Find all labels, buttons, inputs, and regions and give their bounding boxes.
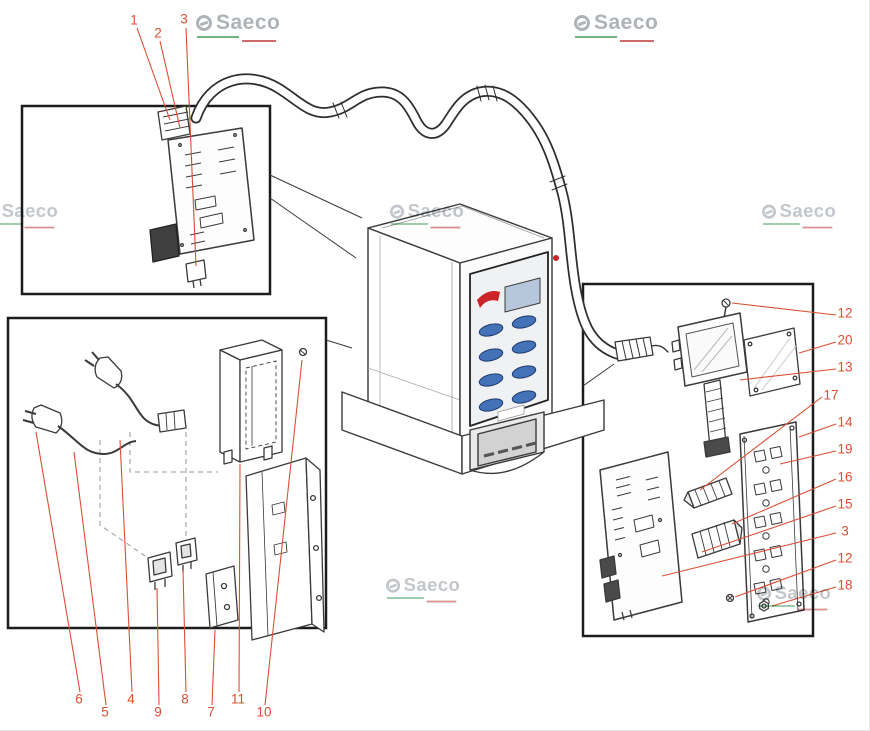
callout-17: 17 — [823, 387, 839, 403]
panel-label — [497, 404, 525, 422]
glass-panel — [743, 327, 801, 397]
screw-small-top — [298, 347, 308, 357]
power-parts-group — [22, 339, 325, 641]
panel-pcb — [599, 451, 683, 621]
small-bracket — [205, 565, 239, 629]
saeco-logo-icon — [574, 14, 590, 31]
callout-13: 13 — [837, 359, 853, 375]
rocker-switch-8 — [175, 537, 198, 572]
panel-parts-group — [599, 298, 805, 623]
callout-18: 18 — [837, 577, 853, 593]
ribbon-cable-lower — [691, 519, 743, 559]
callout-10: 10 — [256, 704, 272, 720]
brand-dot — [553, 255, 559, 261]
cable-harness — [190, 73, 669, 362]
cup-dispense-area — [469, 411, 545, 475]
saeco-logo-icon — [762, 204, 777, 219]
callout-9: 9 — [154, 704, 162, 720]
board-bottom-connector — [185, 259, 207, 289]
saeco-logo-icon — [757, 586, 772, 601]
callout-16: 16 — [837, 469, 853, 485]
ribbon-connector-top — [157, 105, 191, 141]
saeco-watermark-center: Saeco — [390, 202, 466, 231]
mounting-bracket — [245, 457, 325, 641]
keypad-membrane-panel — [739, 421, 805, 623]
callout-8: 8 — [181, 691, 189, 707]
controller-board-group — [149, 105, 255, 289]
display-screen — [504, 277, 541, 313]
inline-connector — [157, 409, 187, 433]
saeco-logo-text: Saeco — [774, 583, 832, 604]
saeco-logo-icon — [196, 14, 212, 31]
saeco-logo-icon — [386, 578, 401, 593]
rocker-switch-9 — [147, 551, 173, 590]
saeco-watermark-bottom-center: Saeco — [386, 576, 462, 605]
saeco-watermark-top-left: Saeco — [196, 12, 282, 45]
saeco-logo-text: Saeco — [216, 11, 281, 34]
ribbon-cable-upper — [683, 477, 733, 509]
saeco-logo-text: Saeco — [407, 201, 465, 222]
saeco-logo-icon — [390, 204, 405, 219]
callout-11: 11 — [230, 691, 246, 707]
callout-2: 2 — [154, 25, 162, 41]
callout-15: 15 — [837, 496, 853, 512]
callout-6: 6 — [75, 691, 83, 707]
callout-3-right: 3 — [841, 523, 849, 539]
saeco-logo-text: Saeco — [1, 201, 59, 222]
callout-4: 4 — [127, 691, 135, 707]
callout-12-top: 12 — [837, 305, 853, 321]
screw-top — [721, 298, 731, 319]
red-accent-graphic — [477, 291, 500, 308]
callout-19: 19 — [837, 441, 853, 457]
saeco-logo-text: Saeco — [594, 11, 659, 34]
selection-buttons — [478, 315, 537, 412]
saeco-logo-text: Saeco — [779, 201, 837, 222]
saeco-watermark-left-edge: Saeco — [0, 202, 60, 231]
relay-block — [149, 223, 180, 263]
control-panel — [469, 251, 559, 427]
dashed-guides — [99, 432, 218, 559]
transformer — [219, 339, 283, 465]
callout-3-top: 3 — [180, 11, 188, 27]
callout-1: 1 — [130, 12, 138, 28]
callout-14: 14 — [837, 414, 853, 430]
callout-leader-lines — [35, 27, 837, 706]
callout-12-bottom: 12 — [837, 550, 853, 566]
callout-20: 20 — [837, 332, 853, 348]
saeco-watermark-top-right: Saeco — [574, 12, 660, 45]
saeco-watermark-bottom-right: Saeco — [757, 584, 833, 613]
display-ribbon-cable — [703, 379, 731, 458]
mains-plug-left — [22, 404, 137, 455]
controller-pcb — [167, 127, 255, 255]
harness-end-connector — [614, 336, 669, 362]
assembly-link-lines — [269, 174, 615, 387]
saeco-logo-text: Saeco — [403, 575, 461, 596]
callout-5: 5 — [101, 704, 109, 720]
saeco-watermark-right: Saeco — [762, 202, 838, 231]
callout-7: 7 — [207, 704, 215, 720]
screw-bottom — [725, 593, 735, 603]
coffee-machine — [341, 203, 605, 475]
